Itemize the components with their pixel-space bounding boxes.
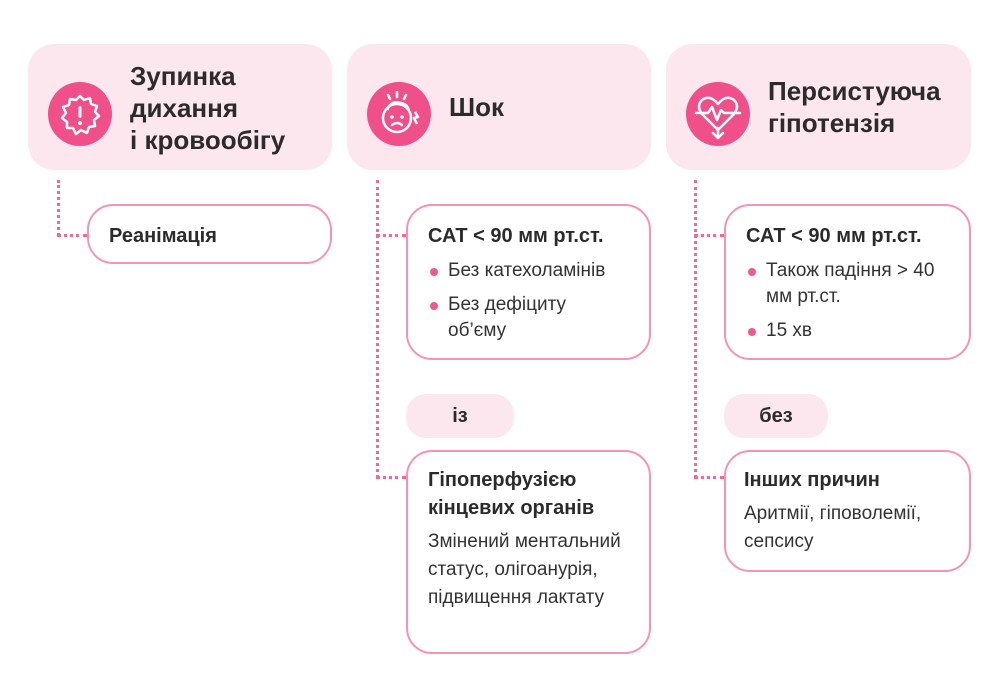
stressed-face-icon [367,82,431,146]
connector-line [376,476,406,479]
bullet-item: Також падіння > 40 мм рт.ст. [746,258,949,310]
connector-line [376,180,379,478]
connector-line [57,234,87,237]
card-resuscitation: Реанімація [87,204,332,264]
connector-line [694,234,724,237]
bullet-item: 15 хв [746,318,949,344]
card-sbp-hypotension: САТ < 90 мм рт.ст. Також падіння > 40 мм… [724,204,971,360]
bullet-item: Без катехоламінів [428,258,629,284]
card-title: Гіпоперфузією кінцевих органів [428,469,595,519]
connector-line [694,476,724,479]
header-title: Зупинка дихання і кровообігу [130,61,286,155]
connector-word-chip: без [724,394,828,438]
connector-line [376,234,406,237]
connector-word-chip: із [406,394,514,438]
card-title: САТ < 90 мм рт.ст. [746,225,922,247]
connector-line [694,180,697,478]
card-description: Змінений ментальний статус, олігоанурія,… [428,531,621,608]
header-title: Персистуюча гіпотензія [768,76,941,138]
header-persistent-hypotension: Персистуюча гіпотензія [666,44,971,170]
alert-badge-icon [48,82,112,146]
connector-line [57,180,60,236]
bullet-item: Без дефіциту об’єму [428,292,629,344]
card-other-causes: Інших причин Аритмії, гіповолемії, сепси… [724,450,971,572]
header-shock: Шок [347,44,651,170]
card-sbp-shock: САТ < 90 мм рт.ст. Без катехоламінів Без… [406,204,651,360]
header-cardiac-arrest: Зупинка дихання і кровообігу [28,44,332,170]
card-title: Інших причин [744,469,880,491]
header-title: Шок [449,92,505,122]
card-hypoperfusion: Гіпоперфузією кінцевих органів Змінений … [406,450,651,654]
card-title: САТ < 90 мм рт.ст. [428,225,604,247]
heart-pulse-icon [686,82,750,146]
card-description: Аритмії, гіповолемії, сепсису [744,503,922,552]
card-title: Реанімація [109,225,217,247]
